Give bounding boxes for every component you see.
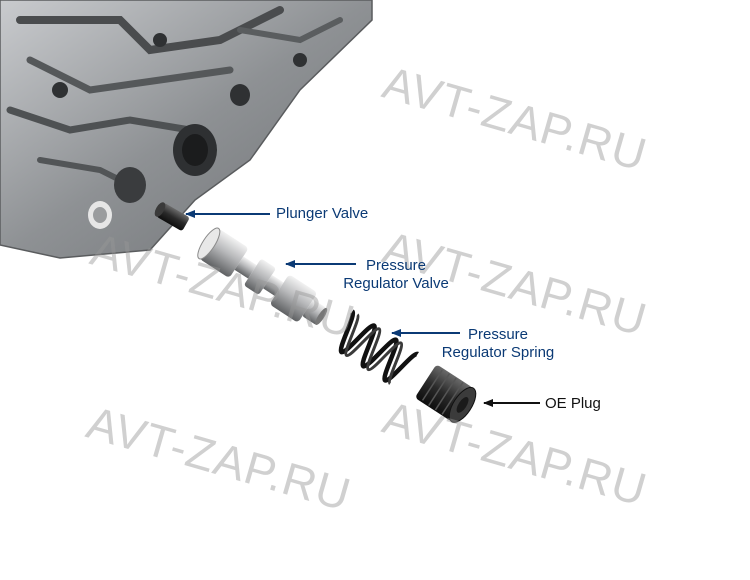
pressure-regulator-spring-line1: Pressure: [467, 326, 529, 343]
pressure-regulator-spring-label: Pressure Regulator Spring: [430, 326, 566, 362]
oe-plug-part: [416, 365, 477, 423]
pressure-regulator-valve-line2: Regulator Valve: [343, 275, 449, 292]
pressure-regulator-valve-label: Pressure Regulator Valve: [334, 257, 458, 293]
oe-plug-text: OE Plug: [545, 395, 601, 412]
plunger-valve-text: Plunger Valve: [276, 205, 369, 222]
plunger-valve-label: Plunger Valve: [276, 205, 368, 223]
oe-plug-label: OE Plug: [545, 395, 601, 413]
pressure-regulator-valve-part: [197, 227, 328, 326]
plunger-valve-part: [154, 202, 189, 231]
pressure-regulator-spring-line2: Regulator Spring: [441, 344, 555, 361]
valve-body-casting: [0, 0, 373, 259]
pressure-regulator-valve-line1: Pressure: [365, 257, 427, 274]
pressure-regulator-spring-part: [338, 309, 420, 386]
